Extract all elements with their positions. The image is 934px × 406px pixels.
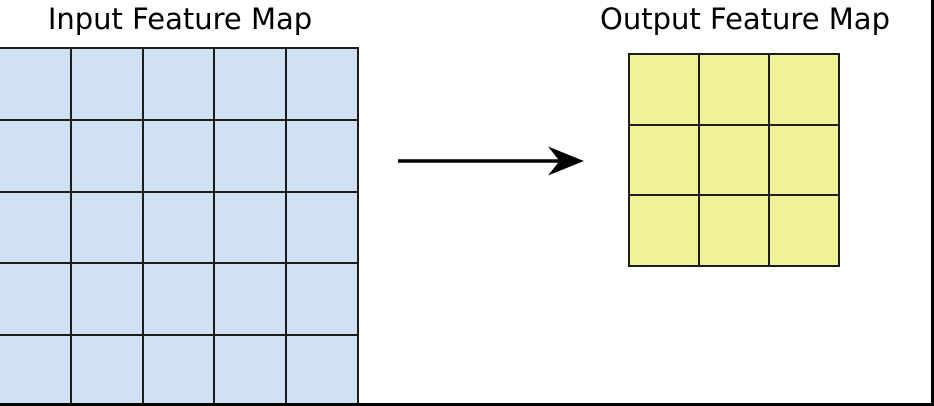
grid-cell — [215, 120, 286, 191]
grid-cell — [770, 55, 838, 124]
grid-cell — [215, 192, 286, 263]
grid-cell — [287, 336, 357, 403]
arrow-head-icon — [548, 146, 584, 176]
grid-cell — [700, 125, 768, 195]
grid-cell — [215, 264, 286, 335]
grid-cell — [0, 49, 70, 119]
grid-cell — [0, 336, 70, 403]
grid-cell — [700, 55, 768, 124]
grid-cell — [287, 264, 357, 335]
grid-cell — [287, 49, 357, 119]
grid-cell — [630, 196, 698, 265]
grid-cell — [215, 49, 286, 119]
grid-cell — [71, 336, 142, 403]
input-map-title: Input Feature Map — [47, 2, 313, 36]
grid-cell — [71, 120, 142, 191]
grid-cell — [143, 49, 214, 119]
grid-cell — [287, 120, 357, 191]
grid-cell — [630, 55, 698, 124]
grid-cell — [71, 192, 142, 263]
output-feature-map-grid — [628, 53, 840, 267]
grid-cell — [71, 49, 142, 119]
output-map-title: Output Feature Map — [600, 2, 890, 36]
grid-cell — [770, 196, 838, 265]
grid-cell — [143, 120, 214, 191]
input-feature-map-grid — [0, 47, 359, 403]
grid-cell — [0, 120, 70, 191]
grid-cell — [143, 192, 214, 263]
grid-cell — [0, 192, 70, 263]
grid-cell — [770, 125, 838, 195]
grid-cell — [215, 336, 286, 403]
grid-cell — [71, 264, 142, 335]
grid-cell — [143, 336, 214, 403]
grid-cell — [287, 192, 357, 263]
grid-cell — [630, 125, 698, 195]
transform-arrow — [398, 146, 584, 176]
grid-cell — [143, 264, 214, 335]
grid-cell — [0, 264, 70, 335]
grid-cell — [700, 196, 768, 265]
